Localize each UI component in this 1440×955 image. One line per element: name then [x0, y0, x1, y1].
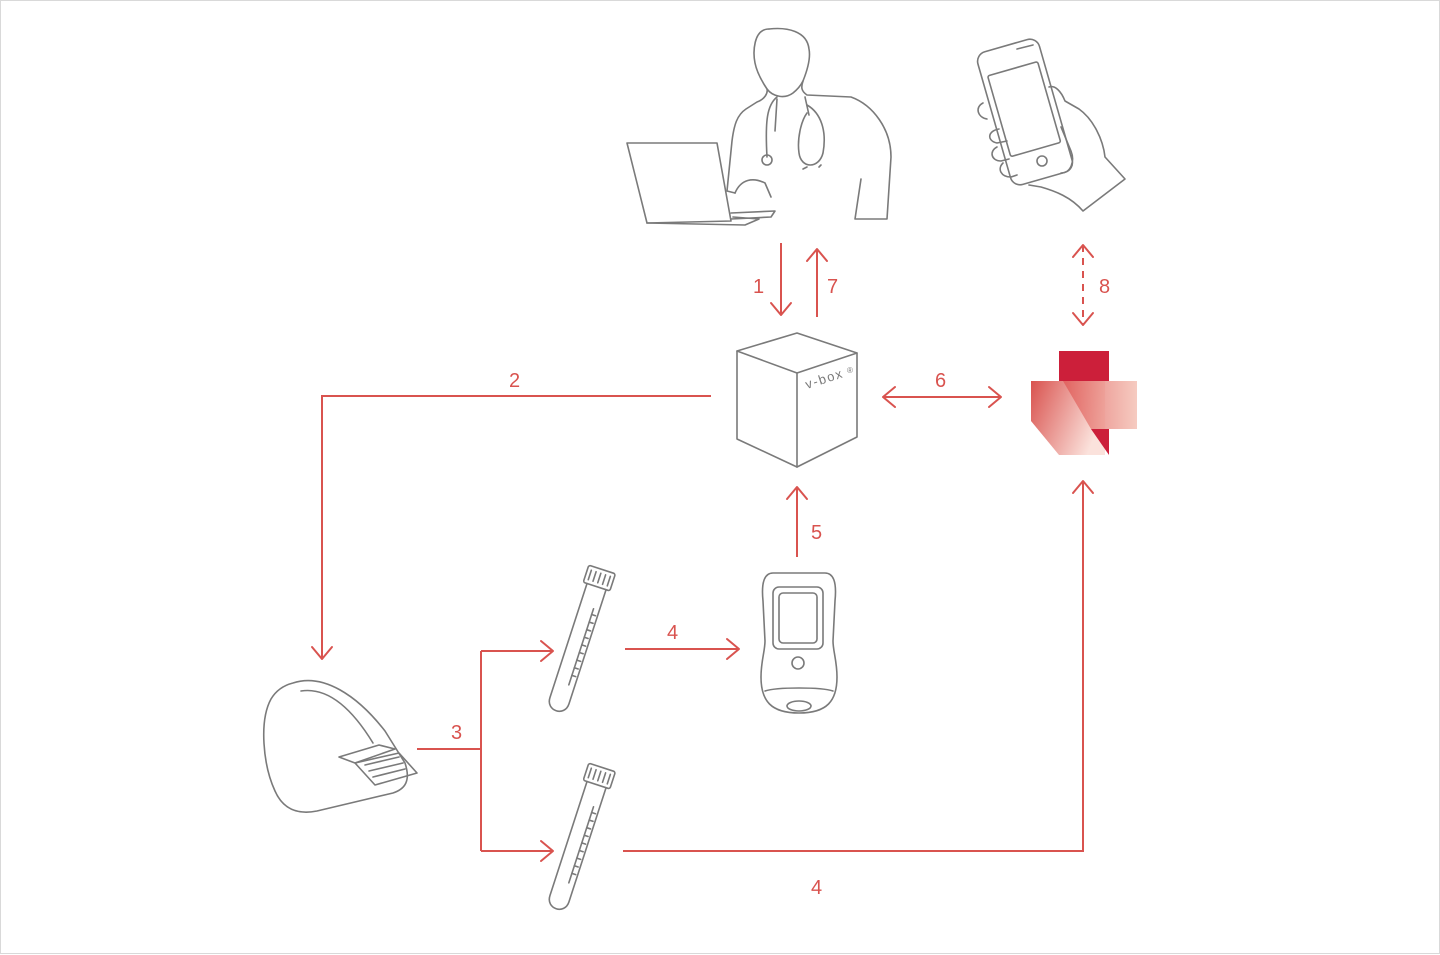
- step-label-4-bottom: 4: [811, 877, 822, 899]
- arrow-step-3: [417, 640, 554, 862]
- v-box-registered-mark: ®: [847, 366, 854, 375]
- step-label-7: 7: [827, 276, 838, 298]
- step-label-1: 1: [753, 276, 764, 298]
- step-label-4-top: 4: [667, 622, 678, 644]
- test-tube-icon: [548, 564, 616, 713]
- arrow-step-7: [806, 248, 828, 317]
- brand-logo-icon: [1031, 351, 1137, 455]
- step-label-3: 3: [451, 722, 462, 744]
- step-label-5: 5: [811, 522, 822, 544]
- arrow-step-8: [1072, 244, 1094, 326]
- step-label-2: 2: [509, 370, 520, 392]
- smartphone-in-hand-icon: [976, 38, 1126, 212]
- doctor-with-laptop-icon: [626, 27, 892, 226]
- arrow-step-1: [770, 243, 792, 316]
- blood-analyzer-device-icon: [760, 572, 838, 714]
- arrow-step-4-analyzer: [625, 638, 740, 660]
- arrow-step-4-lab: [623, 480, 1094, 852]
- arrow-step-5: [786, 486, 808, 557]
- step-label-6: 6: [935, 370, 946, 392]
- arrow-step-6: [882, 386, 1002, 408]
- arrow-step-2: [311, 395, 711, 660]
- test-tube-icon: [548, 762, 616, 911]
- step-label-8: 8: [1099, 276, 1110, 298]
- v-box-cube-icon: v-box ®: [736, 332, 858, 468]
- label-printer-icon: [262, 679, 418, 813]
